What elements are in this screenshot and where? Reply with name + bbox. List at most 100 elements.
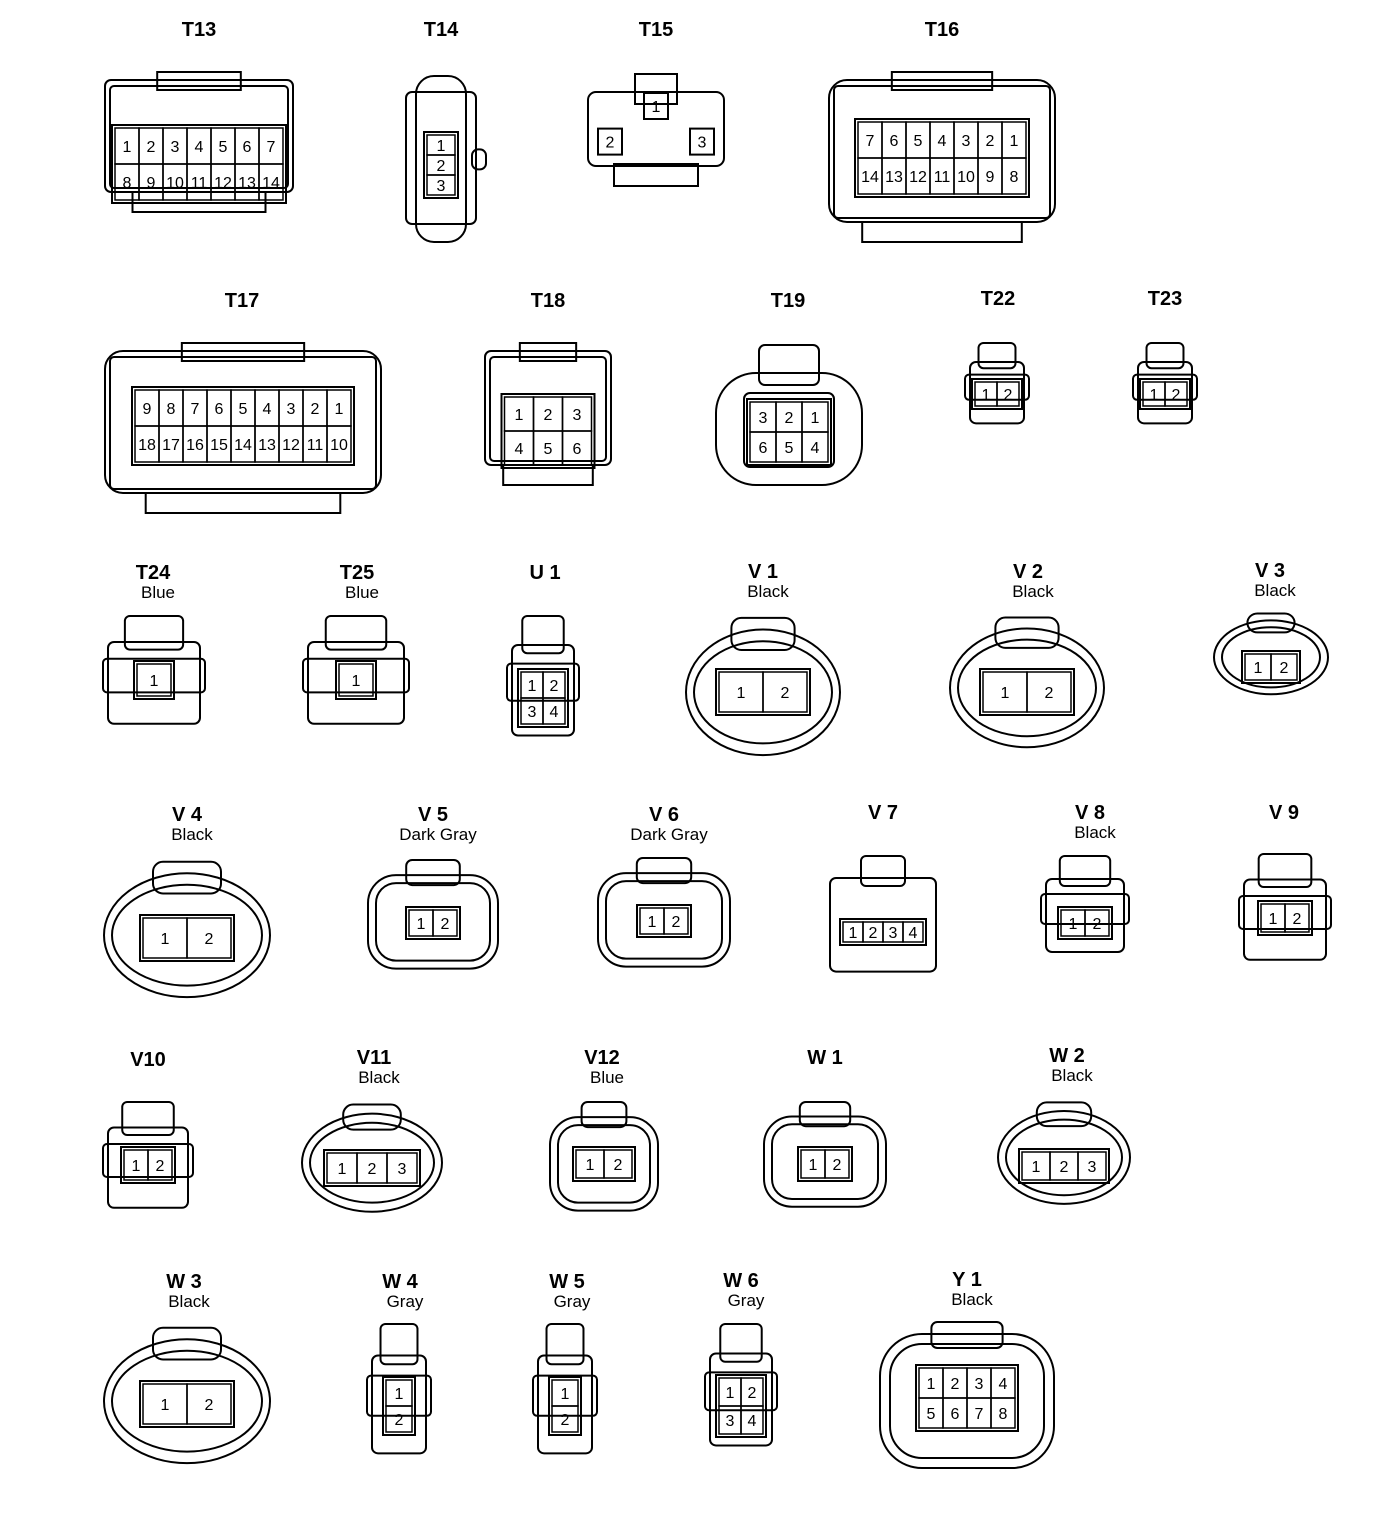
pin-number: 3 xyxy=(528,704,537,721)
pin-number: 3 xyxy=(698,135,707,152)
pin-number: 9 xyxy=(986,169,995,186)
pin-number: 2 xyxy=(368,1161,377,1178)
pin-number: 4 xyxy=(550,704,559,721)
connector-id-label: W 6 xyxy=(723,1270,759,1292)
pin-number: 4 xyxy=(195,139,204,156)
connector-id-label: W 4 xyxy=(382,1271,418,1293)
pin-number: 12 xyxy=(909,169,927,186)
pin-cavity xyxy=(386,1152,418,1184)
pin-number: 3 xyxy=(287,401,296,418)
pin-number: 1 xyxy=(586,1157,595,1174)
pin-cavity xyxy=(801,431,829,463)
connector-body: 1 2 3 xyxy=(997,1101,1131,1205)
connector-color-label: Black xyxy=(1254,581,1296,600)
connector-color-label: Black xyxy=(1051,1066,1093,1085)
connector-color-label: Gray xyxy=(386,1292,424,1311)
pin-number: 18 xyxy=(138,437,156,454)
pin-number: 5 xyxy=(239,401,248,418)
connector-color-label: Black xyxy=(1012,582,1054,601)
pin-number: 5 xyxy=(914,133,923,150)
pin-cavity xyxy=(258,163,284,201)
pin-number: 2 xyxy=(311,401,320,418)
pin-number: 1 xyxy=(1001,685,1010,702)
pin-cavity xyxy=(1026,671,1072,713)
pin-number: 1 xyxy=(849,925,858,942)
connector-color-label: Dark Gray xyxy=(630,825,708,844)
pin-number: 2 xyxy=(1060,1159,1069,1176)
pin-number: 15 xyxy=(210,437,228,454)
pin-number: 1 xyxy=(437,138,446,155)
pin-cavity xyxy=(740,1405,764,1435)
pin-number: 1 xyxy=(1010,133,1019,150)
pin-cavity xyxy=(338,663,374,697)
connector-id-label: V 5 xyxy=(417,804,449,826)
pin-number: 5 xyxy=(785,440,794,457)
pin-number: 3 xyxy=(1088,1159,1097,1176)
connector-id-label: T25 xyxy=(339,562,375,584)
connector-id-label: T23 xyxy=(1147,288,1183,310)
pin-number: 12 xyxy=(214,175,232,192)
connector-id-label: V 2 xyxy=(1012,561,1044,583)
pin-number: 2 xyxy=(869,925,878,942)
pin-number: 8 xyxy=(123,175,132,192)
connector-id-label: V12 xyxy=(584,1047,620,1069)
connector-id-label: T16 xyxy=(924,19,960,41)
connector-id-label: V 9 xyxy=(1268,802,1300,824)
connector-color-label: Black xyxy=(168,1292,210,1311)
pin-cavity xyxy=(1077,1151,1107,1181)
pin-number: 1 xyxy=(561,1386,570,1403)
pin-cavity xyxy=(426,174,456,196)
connector-id-label: V 4 xyxy=(171,804,203,826)
pin-number: 17 xyxy=(162,437,180,454)
connector-color-label: Gray xyxy=(727,1291,765,1310)
connector-id-label: W 2 xyxy=(1049,1045,1085,1067)
pin-number: 2 xyxy=(951,1376,960,1393)
pin-cavity xyxy=(561,430,593,466)
pin-number: 3 xyxy=(171,139,180,156)
pin-number: 14 xyxy=(861,169,879,186)
connector-id-label: U 1 xyxy=(529,562,561,584)
connector-body: 12 xyxy=(532,1323,598,1455)
connector-id-label: T17 xyxy=(224,290,260,312)
pin-number: 1 xyxy=(417,916,426,933)
pin-number: 1 xyxy=(737,685,746,702)
pin-cavity xyxy=(597,127,623,156)
pin-number: 2 xyxy=(441,916,450,933)
connector-id-label: Y 1 xyxy=(952,1269,982,1291)
connector-body: 1 xyxy=(102,615,206,725)
pin-number: 2 xyxy=(437,158,446,175)
pin-number: 7 xyxy=(191,401,200,418)
connector-color-label: Black xyxy=(747,582,789,601)
pin-number: 3 xyxy=(437,178,446,195)
pin-number: 1 xyxy=(123,139,132,156)
pin-number: 1 xyxy=(335,401,344,418)
connector-id-label: T18 xyxy=(530,290,566,312)
pin-cavity xyxy=(186,1383,232,1425)
connector-id-label: T15 xyxy=(638,19,674,41)
pin-number: 2 xyxy=(395,1412,404,1429)
pin-number: 8 xyxy=(999,1406,1008,1423)
pin-number: 16 xyxy=(186,437,204,454)
pin-cavity xyxy=(1270,653,1298,681)
pin-cavity xyxy=(432,909,458,937)
connector-id-label: T24 xyxy=(135,562,171,584)
pin-number: 1 xyxy=(809,1157,818,1174)
pin-number: 13 xyxy=(258,437,276,454)
connector-id-label: V11 xyxy=(356,1047,392,1069)
pin-number: 1 xyxy=(1032,1159,1041,1176)
pin-cavity xyxy=(902,921,924,943)
pin-number: 2 xyxy=(1004,387,1013,404)
